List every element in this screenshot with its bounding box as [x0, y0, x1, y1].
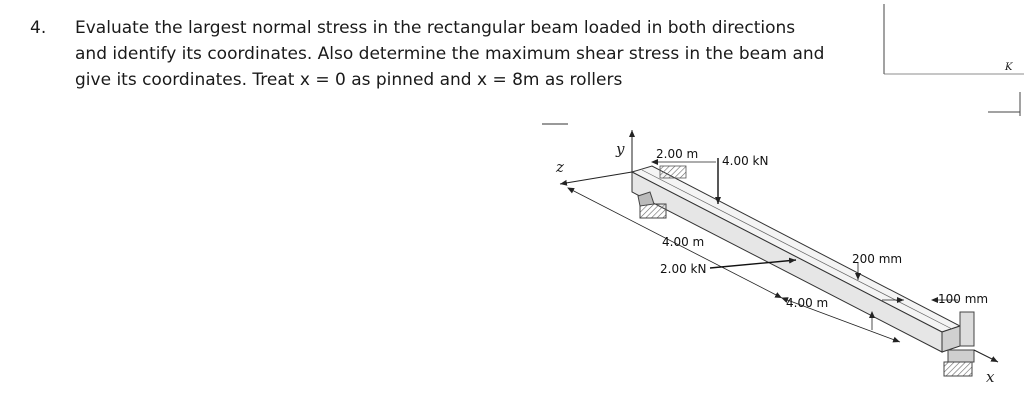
corner-label: K	[1005, 62, 1013, 73]
x-axis-label: x	[986, 368, 995, 386]
dim-mid-label: 4.00 m	[662, 235, 705, 249]
pinned-support-top	[659, 165, 687, 179]
problem-statement: 4. Evaluate the largest normal stress in…	[0, 0, 860, 100]
dim-mid-line	[567, 187, 783, 299]
z-axis-label: z	[556, 158, 564, 176]
pinned-support	[639, 203, 667, 219]
beam-drawing	[542, 123, 999, 377]
problem-number: 4.	[30, 18, 47, 38]
y-axis-label: y	[616, 140, 625, 158]
problem-line-3: give its coordinates. Treat x = 0 as pin…	[75, 70, 623, 90]
corner-sketch-drawing	[883, 4, 1024, 116]
dim-bottom-line	[781, 297, 901, 343]
problem-line-1: Evaluate the largest normal stress in th…	[75, 18, 796, 38]
dim-top-label: 2.00 m	[656, 147, 699, 161]
corner-sketch	[870, 0, 1024, 120]
roller-support-plate	[959, 311, 975, 347]
x-axis	[973, 349, 999, 363]
horizontal-load-arrow	[709, 257, 797, 269]
section-height-label: 200 mm	[852, 252, 903, 266]
z-axis	[559, 171, 633, 186]
section-width-label: 100 mm	[938, 292, 989, 306]
beam-figure: 2.00 m 4.00 kN 4.00 m 2.00 kN 4.00 m 200…	[520, 100, 1024, 407]
horizontal-load-label: 2.00 kN	[660, 262, 707, 276]
problem-line-2: and identify its coordinates. Also deter…	[75, 44, 825, 64]
dim-bottom-label: 4.00 m	[786, 296, 829, 310]
roller-support-block	[947, 349, 975, 363]
vertical-load-label: 4.00 kN	[722, 154, 769, 168]
problem-text: Evaluate the largest normal stress in th…	[75, 15, 855, 93]
roller-support-ground	[943, 361, 973, 377]
